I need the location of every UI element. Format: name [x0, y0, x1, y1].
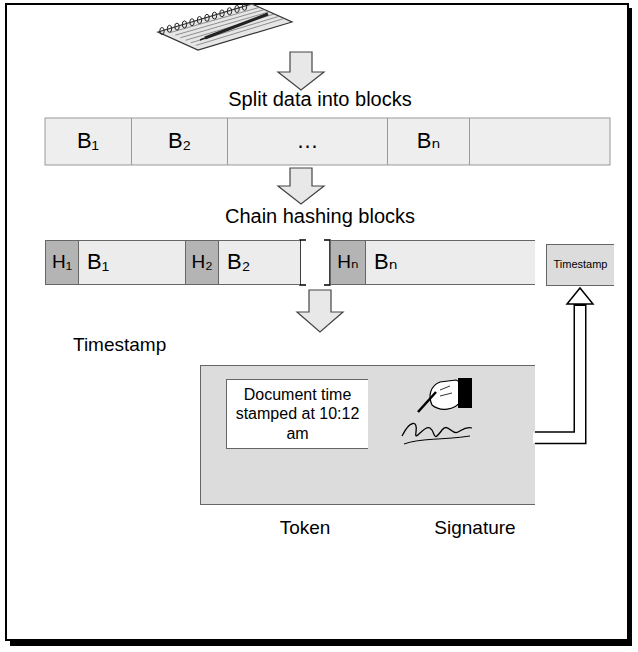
hash-box: H₂: [185, 240, 218, 285]
block-box: Bₙ: [388, 118, 470, 165]
node-text: B₂: [227, 249, 250, 275]
token-panel-ground: [200, 365, 535, 505]
block-box: TimestampDocument time stamped at 10:12 …: [200, 365, 535, 505]
node-text: Document time stamped at 10:12 am: [230, 385, 365, 443]
arrow-outline: [535, 304, 580, 438]
node-text: …: [297, 128, 319, 154]
node-text: Bₙ: [417, 128, 440, 154]
token-box: Document time stamped at 10:12 am: [226, 379, 368, 449]
arrow-head: [567, 288, 593, 304]
node-text: Bₙ: [374, 249, 397, 275]
gap-bracket: [300, 240, 330, 285]
node-text: Hₙ: [337, 251, 358, 274]
stage-heading: Timestamp: [73, 334, 166, 357]
step-label: Split data into blocks: [228, 88, 411, 111]
arrow-fill: [533, 306, 580, 438]
node-text: H₂: [191, 251, 212, 274]
hash-box: H₁: [45, 240, 78, 285]
block-box: B₂: [218, 240, 300, 285]
data-bar: [45, 118, 610, 165]
block-box: Timestamp: [546, 244, 614, 286]
part-label: Signature: [434, 517, 515, 539]
flow-arrow: [297, 290, 343, 332]
block-box: …: [228, 118, 388, 165]
frame: [6, 4, 628, 640]
node-text: B₁: [77, 128, 99, 154]
block-box: B₁: [78, 240, 185, 285]
hash-box: Hₙ: [330, 240, 365, 285]
node-text: B₁: [87, 249, 109, 275]
block-box: B₁: [45, 118, 132, 165]
block-box: Bₙ: [365, 240, 535, 285]
node-text: B₂: [168, 128, 191, 154]
block-box: B₂: [132, 118, 228, 165]
part-label: Token: [280, 517, 331, 539]
flow-arrow: [278, 168, 324, 204]
node-text: H₁: [52, 251, 72, 274]
step-label: Chain hashing blocks: [225, 205, 415, 228]
notebook-icon: [158, 3, 292, 50]
node-text: Timestamp: [554, 258, 608, 271]
flow-arrow: [278, 52, 324, 90]
hollow-arrow: [533, 288, 593, 438]
signature-icon: [402, 378, 472, 444]
